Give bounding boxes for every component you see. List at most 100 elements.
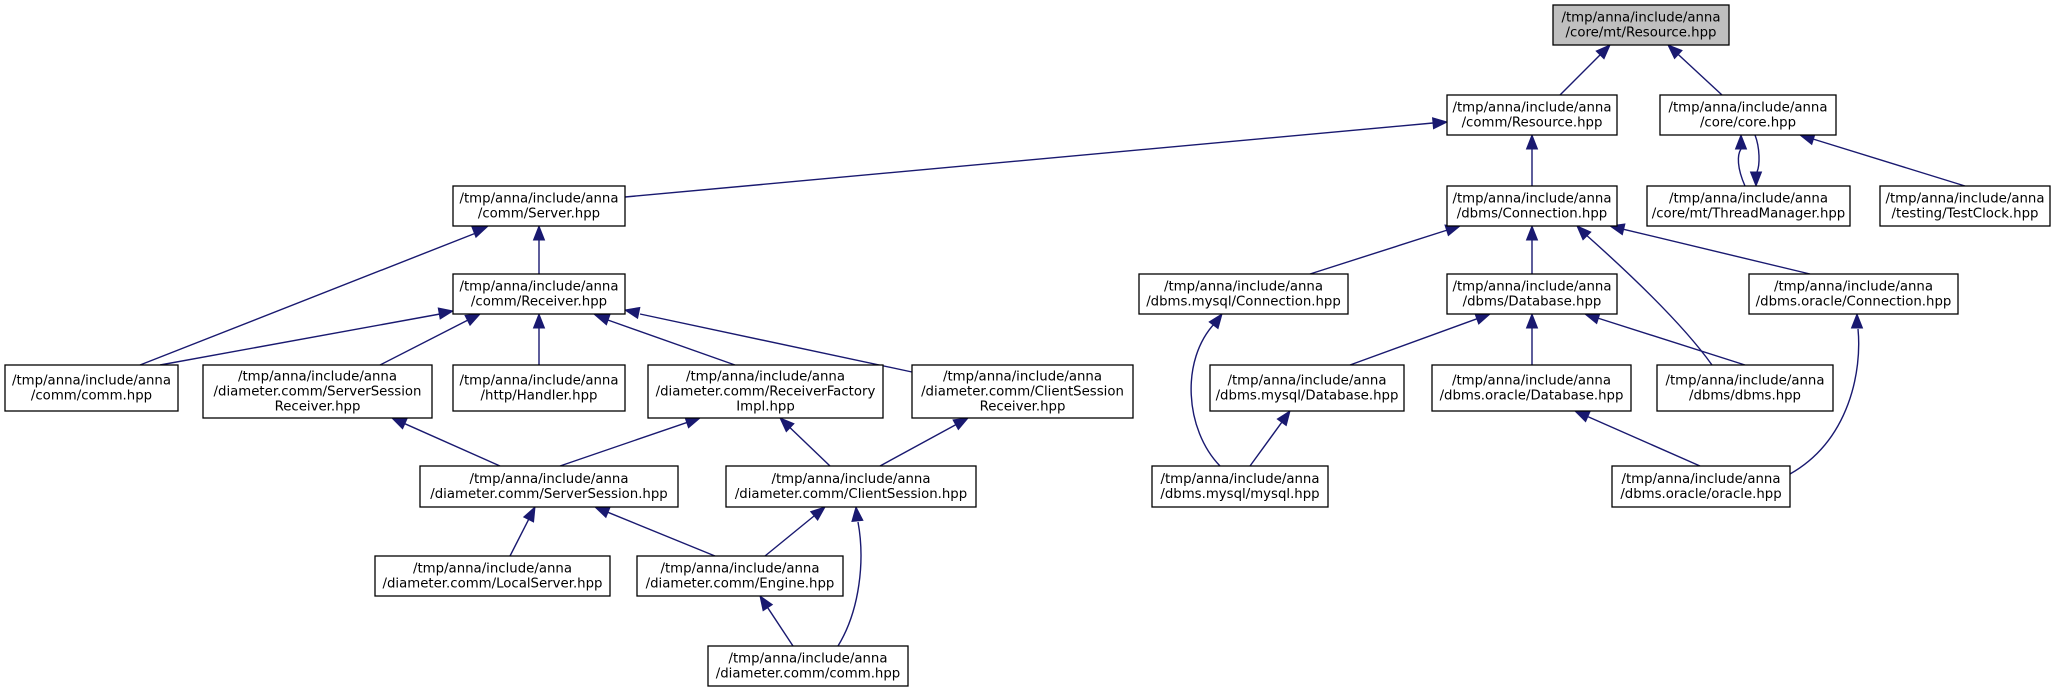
node-box bbox=[1209, 364, 1405, 412]
file-node-mysql-mysql[interactable]: /tmp/anna/include/anna/dbms.mysql/mysql.… bbox=[1151, 465, 1329, 508]
node-label-line2: /dbms.mysql/mysql.hpp bbox=[1160, 487, 1319, 502]
node-label-line1: /tmp/anna/include/anna bbox=[660, 562, 819, 577]
node-label-line1: /tmp/anna/include/anna bbox=[1621, 472, 1780, 487]
file-node-dbms-database[interactable]: /tmp/anna/include/anna/dbms/Database.hpp bbox=[1446, 273, 1618, 315]
edge-arrowhead bbox=[390, 417, 408, 430]
edge-line bbox=[837, 521, 862, 647]
file-node-mysql-connection[interactable]: /tmp/anna/include/anna/dbms.mysql/Connec… bbox=[1138, 273, 1349, 315]
node-label-line2: /core/mt/ThreadManager.hpp bbox=[1652, 207, 1846, 222]
node-label-line2: /testing/TestClock.hpp bbox=[1892, 207, 2039, 222]
edge-arrowhead bbox=[1276, 409, 1291, 427]
file-node-server-session-receiver[interactable]: /tmp/anna/include/anna/diameter.comm/Ser… bbox=[202, 364, 433, 419]
file-node-client-session-receiver[interactable]: /tmp/anna/include/anna/diameter.comm/Cli… bbox=[911, 364, 1134, 419]
node-label-line1: /tmp/anna/include/anna bbox=[1227, 374, 1386, 389]
file-node-oracle-oracle[interactable]: /tmp/anna/include/anna/dbms.oracle/oracl… bbox=[1611, 465, 1791, 508]
file-node-server-session[interactable]: /tmp/anna/include/anna/diameter.comm/Ser… bbox=[419, 465, 679, 508]
edge-arrowhead bbox=[1208, 312, 1223, 330]
edge-arrowhead bbox=[1666, 44, 1683, 60]
file-node-client-session[interactable]: /tmp/anna/include/anna/diameter.comm/Cli… bbox=[725, 465, 977, 508]
file-node-local-server[interactable]: /tmp/anna/include/anna/diameter.comm/Loc… bbox=[374, 555, 611, 597]
edge-line bbox=[1754, 134, 1760, 173]
node-label-line2: /comm/comm.hpp bbox=[31, 389, 152, 404]
node-label-line2: /dbms.mysql/Connection.hpp bbox=[1146, 295, 1341, 310]
node-label-line1: /tmp/anna/include/anna bbox=[1164, 280, 1323, 295]
node-label-line2: /diameter.comm/ServerSession.hpp bbox=[430, 487, 667, 502]
edge-arrowhead bbox=[593, 313, 611, 326]
edge-line bbox=[764, 515, 815, 557]
node-label-line1: /tmp/anna/include/anna bbox=[1561, 11, 1720, 26]
dependency-edge-thread_manager-to-core_core bbox=[1734, 133, 1748, 187]
edge-arrowhead bbox=[532, 224, 546, 241]
dependency-edge-diameter_comm-to-client_session bbox=[837, 505, 864, 647]
node-box bbox=[1151, 465, 1329, 508]
file-node-oracle-database[interactable]: /tmp/anna/include/anna/dbms.oracle/Datab… bbox=[1431, 364, 1632, 412]
edge-arrowhead bbox=[1525, 224, 1539, 241]
file-node-diameter-comm[interactable]: /tmp/anna/include/anna/diameter.comm/com… bbox=[707, 645, 909, 687]
node-label-line2: /diameter.comm/ClientSession bbox=[921, 385, 1124, 400]
edge-line bbox=[1309, 229, 1447, 275]
dependency-edge-core_core-to-thread_manager bbox=[1749, 134, 1763, 188]
file-node-core-core[interactable]: /tmp/anna/include/anna/core/core.hpp bbox=[1659, 94, 1837, 136]
node-label-line1: /tmp/anna/include/anna bbox=[1452, 280, 1611, 295]
edge-line bbox=[604, 318, 736, 366]
dependency-edge-oracle_oracle-to-oracle_connection bbox=[1789, 312, 1864, 475]
node-box bbox=[202, 364, 433, 419]
file-node-oracle-connection[interactable]: /tmp/anna/include/anna/dbms.oracle/Conne… bbox=[1748, 273, 1959, 315]
node-box bbox=[1138, 273, 1349, 315]
edge-arrowhead bbox=[1525, 133, 1539, 150]
node-box bbox=[911, 364, 1134, 419]
node-label-line2: /http/Handler.hpp bbox=[481, 389, 598, 404]
node-label-line1: /tmp/anna/include/anna bbox=[469, 472, 628, 487]
node-box bbox=[725, 465, 977, 508]
node-label-line1: /tmp/anna/include/anna bbox=[459, 192, 618, 207]
edge-line bbox=[1623, 228, 1811, 275]
edge-line bbox=[1737, 148, 1746, 187]
file-node-comm-comm[interactable]: /tmp/anna/include/anna/comm/comm.hpp bbox=[4, 364, 179, 412]
file-node-http-handler[interactable]: /tmp/anna/include/anna/http/Handler.hpp bbox=[452, 364, 626, 412]
file-node-diameter-engine[interactable]: /tmp/anna/include/anna/diameter.comm/Eng… bbox=[636, 555, 844, 597]
file-node-comm-receiver[interactable]: /tmp/anna/include/anna/comm/Receiver.hpp bbox=[452, 273, 626, 315]
edge-line bbox=[404, 423, 501, 467]
file-node-test-clock[interactable]: /tmp/anna/include/anna/testing/TestClock… bbox=[1879, 185, 2051, 227]
node-label-line2: /dbms.oracle/oracle.hpp bbox=[1620, 487, 1781, 502]
file-node-comm-server[interactable]: /tmp/anna/include/anna/comm/Server.hpp bbox=[452, 185, 626, 227]
node-label-line1: /tmp/anna/include/anna bbox=[238, 370, 397, 385]
node-label-line1: /tmp/anna/include/anna bbox=[459, 280, 618, 295]
file-node-thread-manager[interactable]: /tmp/anna/include/anna/core/mt/ThreadMan… bbox=[1646, 185, 1851, 227]
file-node-comm-resource[interactable]: /tmp/anna/include/anna/comm/Resource.hpp bbox=[1446, 94, 1618, 136]
node-box bbox=[1446, 273, 1618, 315]
node-label-line2: /diameter.comm/ReceiverFactory bbox=[656, 385, 876, 400]
edge-arrowhead bbox=[1576, 225, 1592, 241]
node-box bbox=[452, 185, 626, 227]
edge-arrowhead bbox=[1525, 312, 1539, 329]
file-node-dbms-connection[interactable]: /tmp/anna/include/anna/dbms/Connection.h… bbox=[1446, 185, 1618, 227]
node-label-line1: /tmp/anna/include/anna bbox=[1774, 280, 1933, 295]
node-label-line2: /core/mt/Resource.hpp bbox=[1566, 26, 1717, 41]
edge-line bbox=[639, 313, 913, 373]
edge-arrowhead bbox=[684, 416, 702, 429]
node-label-line1: /tmp/anna/include/anna bbox=[12, 374, 171, 389]
node-box bbox=[707, 645, 909, 687]
dependency-edge-oracle_oracle-to-oracle_database bbox=[1573, 410, 1701, 467]
node-label-line1: /tmp/anna/include/anna bbox=[413, 562, 572, 577]
dependency-edge-http_handler-to-comm_receiver bbox=[532, 312, 546, 365]
edge-line bbox=[509, 519, 530, 557]
node-box bbox=[374, 555, 611, 597]
node-box bbox=[1659, 94, 1837, 136]
node-label-line2: /comm/Receiver.hpp bbox=[471, 295, 607, 310]
dependency-edge-dbms_database-to-dbms_connection bbox=[1525, 224, 1539, 274]
file-node-mysql-database[interactable]: /tmp/anna/include/anna/dbms.mysql/Databa… bbox=[1209, 364, 1405, 412]
dependency-edge-comm_comm-to-comm_receiver bbox=[159, 307, 455, 366]
file-node-resource-mt[interactable]: /tmp/anna/include/anna/core/mt/Resource.… bbox=[1552, 4, 1730, 46]
node-label-line2: /diameter.comm/comm.hpp bbox=[716, 667, 900, 682]
node-label-line1: /tmp/anna/include/anna bbox=[728, 652, 887, 667]
node-label-line2: /diameter.comm/Engine.hpp bbox=[646, 577, 835, 592]
file-node-dbms-dbms[interactable]: /tmp/anna/include/anna/dbms/dbms.hpp bbox=[1656, 364, 1834, 412]
edge-line bbox=[1349, 318, 1478, 366]
node-label-line1: /tmp/anna/include/anna bbox=[1452, 192, 1611, 207]
node-label-line3: Receiver.hpp bbox=[980, 400, 1066, 415]
node-label-line1: /tmp/anna/include/anna bbox=[1669, 192, 1828, 207]
file-node-receiver-factory-impl[interactable]: /tmp/anna/include/anna/diameter.comm/Rec… bbox=[647, 364, 884, 419]
node-label-line1: /tmp/anna/include/anna bbox=[1452, 101, 1611, 116]
